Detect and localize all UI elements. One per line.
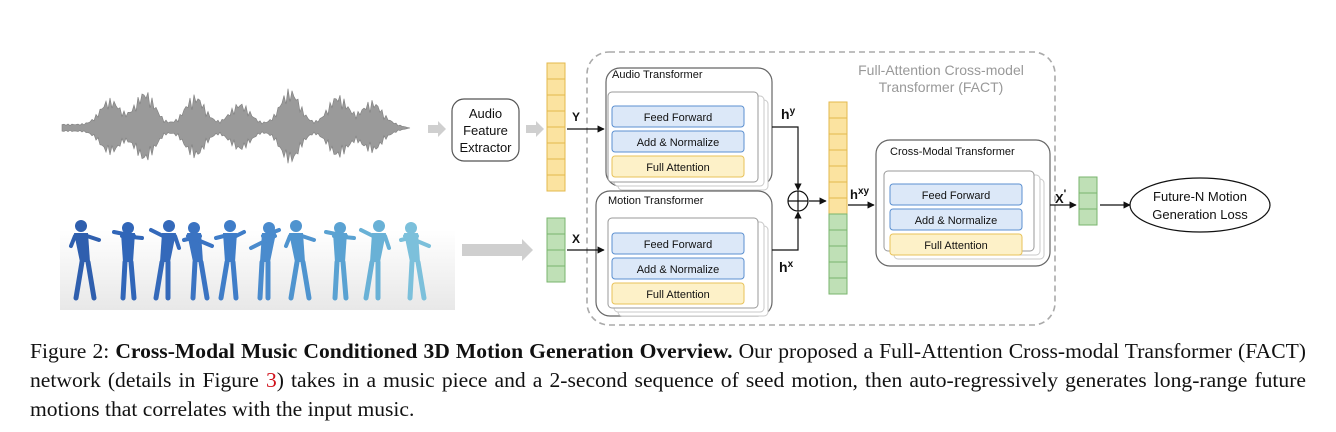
label-hx: hx xyxy=(779,259,794,275)
gray-arrow-extractor-to-tokens xyxy=(526,121,544,137)
caption-prefix: Figure 2: xyxy=(30,339,116,363)
label-y: Y xyxy=(572,110,580,124)
token-cell xyxy=(828,101,848,119)
dancer-figure xyxy=(399,222,431,301)
label-hy: hy xyxy=(781,106,796,122)
audio-waveform-image xyxy=(61,88,411,164)
audio-feed-forward-box xyxy=(611,105,745,128)
dancer-figure xyxy=(284,220,316,301)
audio-full-attention-box xyxy=(611,155,745,178)
token-cell xyxy=(828,197,848,215)
cross-full-attention-box xyxy=(889,233,1023,256)
audio-feature-extractor-box xyxy=(451,98,520,162)
loss-label-2: Generation Loss xyxy=(1152,207,1248,222)
audio-feature-extractor-label-3: Extractor xyxy=(459,140,512,155)
dancer-figure xyxy=(112,222,144,301)
caption-bold-title: Cross-Modal Music Conditioned 3D Motion … xyxy=(115,339,733,363)
motion-transformer-title: Motion Transformer xyxy=(608,195,704,207)
token-cell xyxy=(828,277,848,295)
token-cell xyxy=(828,117,848,135)
motion-full-attention-label: Full Attention xyxy=(646,289,710,301)
token-cell xyxy=(546,62,566,80)
token-cell xyxy=(828,229,848,247)
output-token-column xyxy=(1078,176,1098,226)
dancer-figure xyxy=(69,220,101,301)
audio-feature-extractor-label-1: Audio xyxy=(469,106,502,121)
token-cell xyxy=(546,174,566,192)
cross-modal-transformer-title: Cross-Modal Transformer xyxy=(890,146,1015,158)
audio-add-normalize-box xyxy=(611,130,745,153)
cross-add-normalize-box xyxy=(889,208,1023,231)
dancer-figure xyxy=(324,222,356,301)
gray-arrow-motion-to-tokens xyxy=(462,239,533,261)
caption-figure-ref: 3 xyxy=(265,368,277,392)
label-xprime: X' xyxy=(1055,188,1067,206)
fact-title-line-2: Transformer (FACT) xyxy=(879,79,1004,95)
token-cell xyxy=(546,142,566,160)
token-cell xyxy=(546,233,566,251)
token-cell xyxy=(546,126,566,144)
caption-text-2: ) takes in a music piece and a 2-second … xyxy=(30,368,1307,421)
label-x: X xyxy=(572,232,580,246)
flow-arrows xyxy=(567,125,1131,254)
cross-add-normalize-label: Add & Normalize xyxy=(915,215,998,227)
token-cell xyxy=(546,265,566,283)
token-cell xyxy=(546,94,566,112)
cross-feed-forward-label: Feed Forward xyxy=(922,190,990,202)
gray-arrow-audio-to-extractor xyxy=(428,121,446,137)
token-cell xyxy=(546,158,566,176)
fact-architecture-diagram: Audio Feature Extractor Full-Attention C… xyxy=(60,51,1271,326)
concatenated-token-column xyxy=(828,101,848,295)
token-cell xyxy=(1078,208,1098,226)
sum-operator-icon xyxy=(787,190,809,212)
token-cell xyxy=(1078,176,1098,194)
dancer-figure xyxy=(149,220,181,301)
cross-feed-forward-box xyxy=(889,183,1023,206)
motion-feed-forward-label: Feed Forward xyxy=(644,239,712,251)
motion-add-normalize-label: Add & Normalize xyxy=(637,264,720,276)
loss-ellipse xyxy=(1129,177,1271,233)
token-cell xyxy=(828,213,848,231)
token-cell xyxy=(546,110,566,128)
dancer-figure xyxy=(214,220,246,301)
audio-feature-extractor-label-2: Feature xyxy=(463,123,508,138)
dancer-figure xyxy=(249,222,281,301)
token-cell xyxy=(546,249,566,267)
motion-token-column xyxy=(546,217,566,283)
token-cell xyxy=(828,165,848,183)
token-cell xyxy=(1078,192,1098,210)
token-cell xyxy=(828,261,848,279)
caption-text-1: Our proposed a Full-Attention Cross-moda… xyxy=(30,339,1306,392)
motion-add-normalize-box xyxy=(611,257,745,280)
token-cell xyxy=(546,78,566,96)
token-cell xyxy=(828,181,848,199)
fact-title-line-1: Full-Attention Cross-model xyxy=(858,62,1024,78)
token-cell xyxy=(546,217,566,235)
audio-transformer-title: Audio Transformer xyxy=(612,69,703,81)
motion-feed-forward-box xyxy=(611,232,745,255)
audio-token-column xyxy=(546,62,566,192)
token-cell xyxy=(828,245,848,263)
token-cell xyxy=(828,149,848,167)
motion-sequence-image xyxy=(60,220,455,310)
figure-caption: Figure 2: Cross-Modal Music Conditioned … xyxy=(30,337,1306,424)
loss-label-1: Future-N Motion xyxy=(1153,189,1247,204)
label-hxy: hxy xyxy=(850,186,870,202)
dancer-figure xyxy=(359,220,391,301)
audio-feed-forward-label: Feed Forward xyxy=(644,112,712,124)
audio-add-normalize-label: Add & Normalize xyxy=(637,137,720,149)
token-cell xyxy=(828,133,848,151)
audio-full-attention-label: Full Attention xyxy=(646,162,710,174)
dancer-figure xyxy=(182,222,214,301)
fact-dashed-container xyxy=(586,51,1056,326)
motion-full-attention-box xyxy=(611,282,745,305)
cross-full-attention-label: Full Attention xyxy=(924,240,988,252)
